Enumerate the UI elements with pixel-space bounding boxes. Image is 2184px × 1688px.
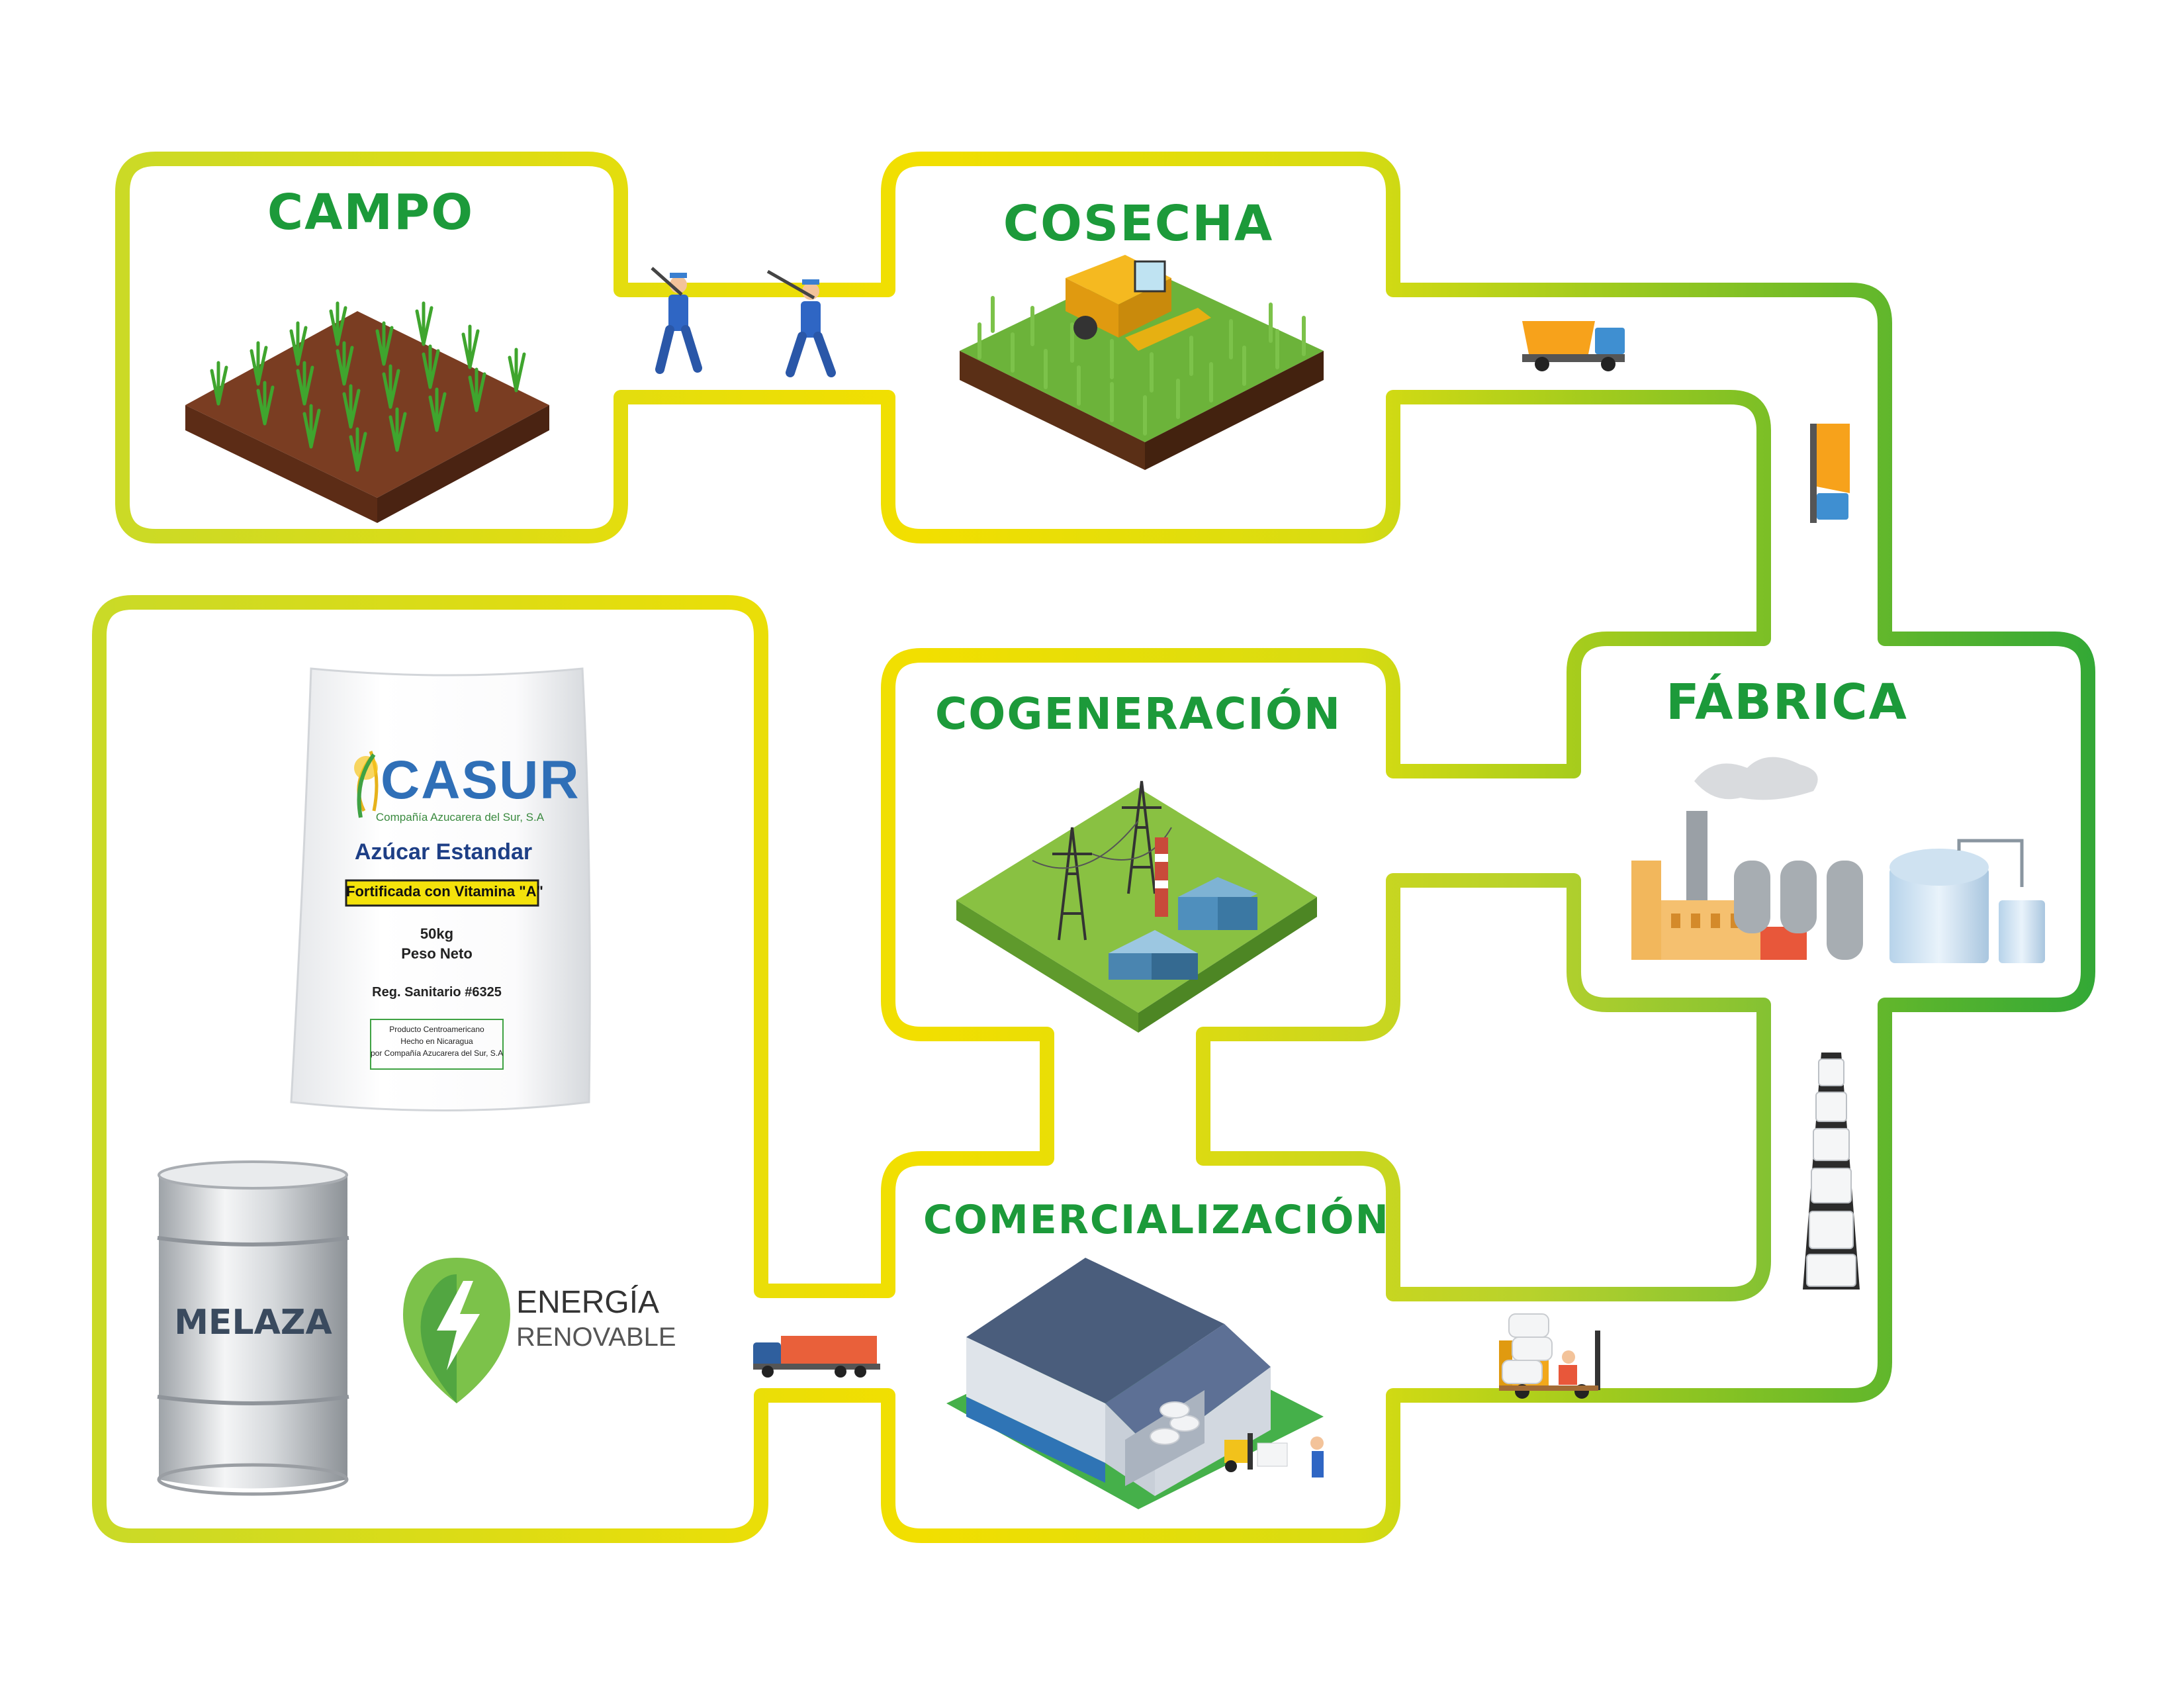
semi-truck-icon [753, 1336, 880, 1378]
barrel-icon [157, 1160, 349, 1496]
bag-net-label: Peso Neto [401, 945, 473, 962]
bag-origin-1: Producto Centroamericano [389, 1025, 484, 1034]
warehouse-icon [946, 1258, 1324, 1509]
farmer-icon [651, 267, 702, 374]
inner-frame [1196, 873, 1771, 1301]
factory-icon [1631, 757, 2045, 963]
harvester-icon [1066, 255, 1211, 351]
bag-brand: CASUR [381, 750, 580, 810]
campo-frame [92, 152, 2095, 1543]
stage-title-cosecha: COSECHA [1003, 195, 1274, 252]
energy-leaf-icon [403, 1258, 510, 1403]
energy-line-2: RENOVABLE [516, 1323, 676, 1352]
bag-origin-3: por Compañía Azucarera del Sur, S.A [371, 1049, 504, 1058]
bag-origin-2: Hecho en Nicaragua [400, 1037, 473, 1046]
bag-fortified: Fortificada con Vitamina "A" [346, 883, 543, 900]
campo-field-illustration [185, 301, 549, 523]
dump-truck-icon [1522, 321, 1625, 371]
bag-stack-icon [1803, 1053, 1860, 1289]
forklift-icon [1224, 1433, 1324, 1477]
molasses-label: MELAZA [174, 1303, 332, 1342]
bag-registry: Reg. Sanitario #6325 [372, 985, 502, 1000]
bag-product: Azúcar Estandar [354, 839, 533, 865]
stage-title-comercializacion: COMERCIALIZACIÓN [923, 1197, 1390, 1243]
sugar-bag [290, 667, 591, 1111]
stage-title-fabrica: FÁBRICA [1666, 674, 1908, 731]
flow-path [92, 152, 2095, 1543]
stage-title-campo: CAMPO [267, 184, 475, 241]
energy-line-1: ENERGÍA [516, 1285, 660, 1320]
bag-weight: 50kg [420, 925, 454, 942]
farmer-icon [766, 269, 836, 377]
stage-title-cogeneracion: COGENERACIÓN [934, 688, 1342, 739]
power-tower-icon [956, 780, 1317, 1033]
bag-company: Compañía Azucarera del Sur, S.A [375, 811, 545, 823]
cosecha-illustration [960, 255, 1324, 470]
forklift-icon [1499, 1313, 1600, 1399]
dump-truck-icon [1810, 424, 1850, 523]
